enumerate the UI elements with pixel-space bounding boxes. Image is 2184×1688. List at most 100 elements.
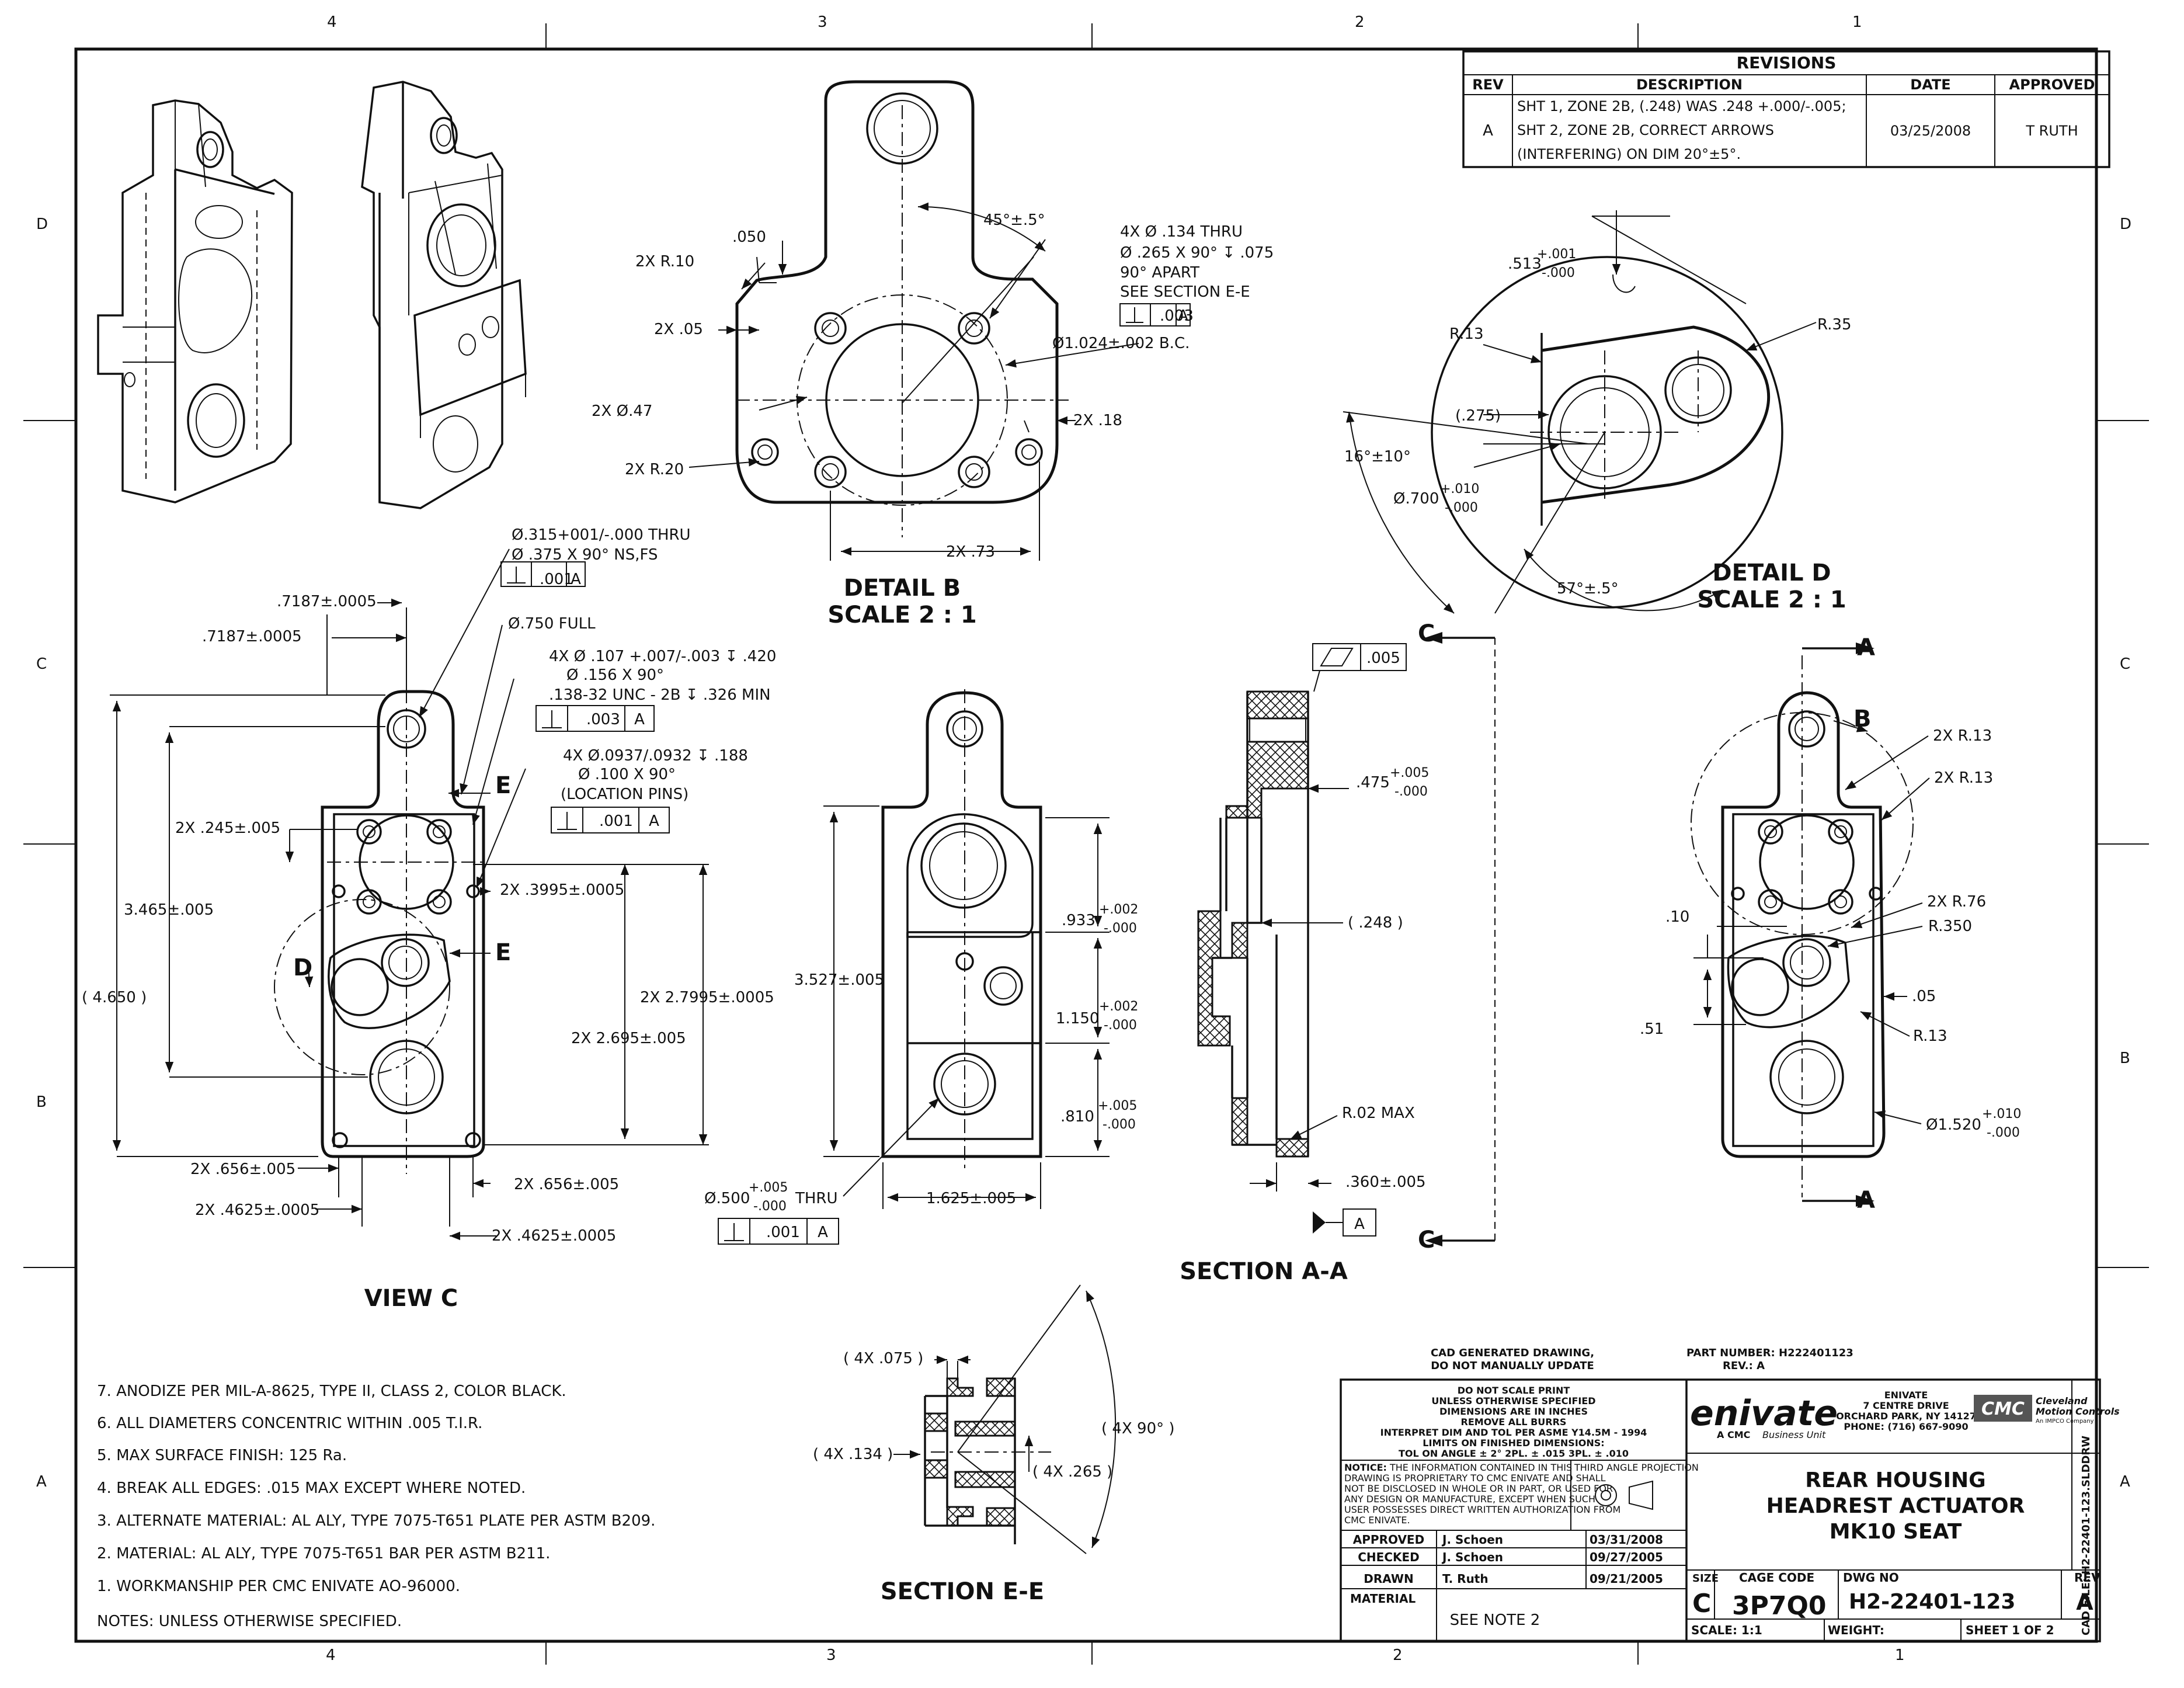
- enivate-logo: enivate: [1690, 1393, 1838, 1434]
- dim-m-1625: 1.625±.005: [926, 1190, 1016, 1207]
- dim-r-1520-up: +.010: [1982, 1107, 2021, 1121]
- fcf-b-tolerance: .003: [1160, 307, 1194, 325]
- revision-approved: T RUTH: [2025, 123, 2078, 139]
- fcf-c1-datum: A: [571, 571, 581, 588]
- drawing-rev: A: [2076, 1589, 2093, 1615]
- dim-d-r13: R.13: [1449, 325, 1484, 343]
- zone-right-c: C: [2120, 655, 2130, 673]
- section-c-marker-top: C: [1418, 620, 1435, 647]
- drawing-title-line1: REAR HOUSING: [1805, 1468, 1985, 1492]
- drawn-name: T. Ruth: [1442, 1572, 1489, 1586]
- dim-m-1150-dn: -.000: [1104, 1018, 1137, 1033]
- dim-c-4625-left: 2X .4625±.0005: [195, 1201, 319, 1219]
- cad-file: CAD FILE: H2-22401-123.SLDDRW: [2080, 1436, 2092, 1635]
- dim-m-933-dn: -.000: [1104, 921, 1137, 936]
- note-1: 1. WORKMANSHIP PER CMC ENIVATE AO-96000.: [97, 1578, 460, 1595]
- fcf-c3-tolerance: .001: [599, 812, 633, 830]
- dim-c-4650: ( 4.650 ): [82, 989, 147, 1006]
- address-phone: PHONE: (716) 667-9090: [1844, 1421, 1968, 1432]
- dim-r-r350: R.350: [1928, 918, 1972, 935]
- fcf-c2-tolerance: .003: [586, 711, 620, 728]
- dim-m-1150-up: +.002: [1099, 999, 1138, 1014]
- cmc-logo: CMC Cleveland Motion Controls An IMPCO C…: [1974, 1395, 2120, 1425]
- dim-d-angle57: 57°±.5°: [1557, 580, 1619, 598]
- detail-d-view: [1343, 210, 1817, 614]
- dim-d-700-tol-up: +.010: [1440, 482, 1479, 496]
- dim-r-05: .05: [1912, 988, 1936, 1005]
- fcf-c1-tolerance: .001: [540, 571, 573, 588]
- notice-line3: NOT BE DISCLOSED IN WHOLE OR IN PART, OR…: [1344, 1483, 1613, 1494]
- middle-view-annotations: 3.527±.005 .933 +.002 -.000 1.150 +.002 …: [704, 902, 1138, 1241]
- drawn-role: DRAWN: [1364, 1572, 1413, 1586]
- zone-left-c: C: [36, 655, 47, 673]
- cmc-logo-text: CMC: [1981, 1399, 2025, 1419]
- zone-right-b: B: [2120, 1050, 2130, 1067]
- dim-a-248: ( .248 ): [1348, 914, 1403, 932]
- dim-b-bolt-circle: Ø1.024±.002 B.C.: [1052, 335, 1190, 352]
- dim-c-245: 2X .245±.005: [175, 819, 280, 837]
- note-2: 2. MATERIAL: AL ALY, TYPE 7075-T651 BAR …: [97, 1545, 550, 1562]
- dim-m-933-up: +.002: [1099, 902, 1138, 917]
- detail-d-marker: D: [293, 954, 312, 981]
- callout-c-pin-line1: 4X Ø.0937/.0932 ↧ .188: [563, 747, 748, 765]
- general-note-2: UNLESS OTHERWISE SPECIFIED: [1431, 1395, 1595, 1406]
- dim-b-050: .050: [732, 228, 766, 246]
- title-block: CAD GENERATED DRAWING, DO NOT MANUALLY U…: [1340, 1347, 2120, 1642]
- dim-c-7187-b: .7187±.0005: [202, 628, 302, 645]
- callout-c-full: Ø.750 FULL: [508, 615, 596, 633]
- datum-a-symbol: A: [1354, 1215, 1365, 1233]
- zone-labels: 4 3 2 1 4 3 2 1 D C B A D C B A: [36, 13, 2131, 1664]
- dim-b-73: 2X .73: [946, 543, 995, 561]
- revision-description-line3: (INTERFERING) ON DIM 20°±5°.: [1517, 146, 1741, 162]
- dim-c-7187-a: .7187±.0005: [277, 593, 377, 610]
- dim-d-angle16: 16°±10°: [1344, 448, 1411, 466]
- tolerance-note: TOL ON ANGLE ± 2° 2PL. ± .015 3PL. ± .01…: [1399, 1448, 1629, 1459]
- rev-label: REV: [2074, 1571, 2100, 1585]
- detail-d-annotations: .513 +.001 -.000 R.13 R.35 (.275) 16°±10…: [1344, 247, 1852, 598]
- dim-m-933: .933: [1062, 912, 1096, 929]
- dim-c-3465: 3.465±.005: [124, 901, 214, 919]
- cad-note-line1: CAD GENERATED DRAWING,: [1431, 1347, 1594, 1359]
- drawing-title-line3: MK10 SEAT: [1830, 1520, 1962, 1544]
- section-a-a-annotations: .005 .475 +.005 -.000 ( .248 ) R.02 MAX …: [1342, 620, 1435, 1253]
- approved-role: APPROVED: [1353, 1533, 1424, 1547]
- zone-bottom-4: 4: [326, 1647, 336, 1664]
- dim-m-500: Ø.500: [704, 1190, 750, 1207]
- section-e-e-title: SECTION E-E: [881, 1578, 1044, 1605]
- dim-m-810: .810: [1060, 1108, 1094, 1126]
- fcf-c2-datum: A: [634, 711, 645, 728]
- dim-c-656-left: 2X .656±.005: [190, 1161, 295, 1178]
- dim-e-265: ( 4X .265 ): [1032, 1463, 1112, 1481]
- dim-m-500-up: +.005: [749, 1180, 788, 1195]
- sheet-size: C: [1692, 1589, 1711, 1618]
- notice-line2: DRAWING IS PROPRIETARY TO CMC ENIVATE AN…: [1344, 1472, 1606, 1484]
- dim-a-475-up: +.005: [1390, 766, 1429, 780]
- zone-top-1: 1: [1852, 13, 1862, 31]
- detail-d-title: DETAIL D: [1712, 560, 1831, 586]
- detail-b-view: [688, 80, 1191, 561]
- cmc-logo-line2: Motion Controls: [2036, 1406, 2120, 1417]
- dim-m-500-thru: THRU: [795, 1190, 838, 1207]
- dim-r-r13: R.13: [1913, 1027, 1947, 1045]
- part-number: PART NUMBER: H222401123: [1686, 1347, 1853, 1359]
- note-5: 5. MAX SURFACE FINISH: 125 Ra.: [97, 1447, 347, 1464]
- zone-bottom-3: 3: [826, 1647, 836, 1664]
- callout-b-hole-line2: Ø .265 X 90° ↧ .075: [1120, 244, 1274, 262]
- dim-c-3995: 2X .3995±.0005: [500, 881, 624, 899]
- drawn-date: 09/21/2005: [1590, 1572, 1663, 1586]
- dim-b-18: 2X .18: [1073, 412, 1122, 429]
- enivate-logo-sub1: A CMC: [1717, 1429, 1750, 1440]
- weight-value: WEIGHT:: [1828, 1623, 1884, 1637]
- dwg-no-label: DWG NO: [1843, 1571, 1899, 1585]
- general-note-5: INTERPRET DIM AND TOL PER ASME Y14.5M - …: [1380, 1427, 1647, 1438]
- note-6: 6. ALL DIAMETERS CONCENTRIC WITHIN .005 …: [97, 1415, 482, 1432]
- address-line2: 7 CENTRE DRIVE: [1863, 1400, 1949, 1411]
- address-line1: ENIVATE: [1884, 1390, 1928, 1401]
- zone-right-d: D: [2120, 216, 2131, 233]
- notice-line4: ANY DESIGN OR MANUFACTURE, EXCEPT WHEN S…: [1344, 1494, 1595, 1505]
- sheet-number: SHEET 1 OF 2: [1966, 1623, 2054, 1637]
- note-7: 7. ANODIZE PER MIL-A-8625, TYPE II, CLAS…: [97, 1383, 566, 1400]
- scale-value: SCALE: 1:1: [1691, 1623, 1762, 1637]
- approved-name: J. Schoen: [1441, 1533, 1503, 1547]
